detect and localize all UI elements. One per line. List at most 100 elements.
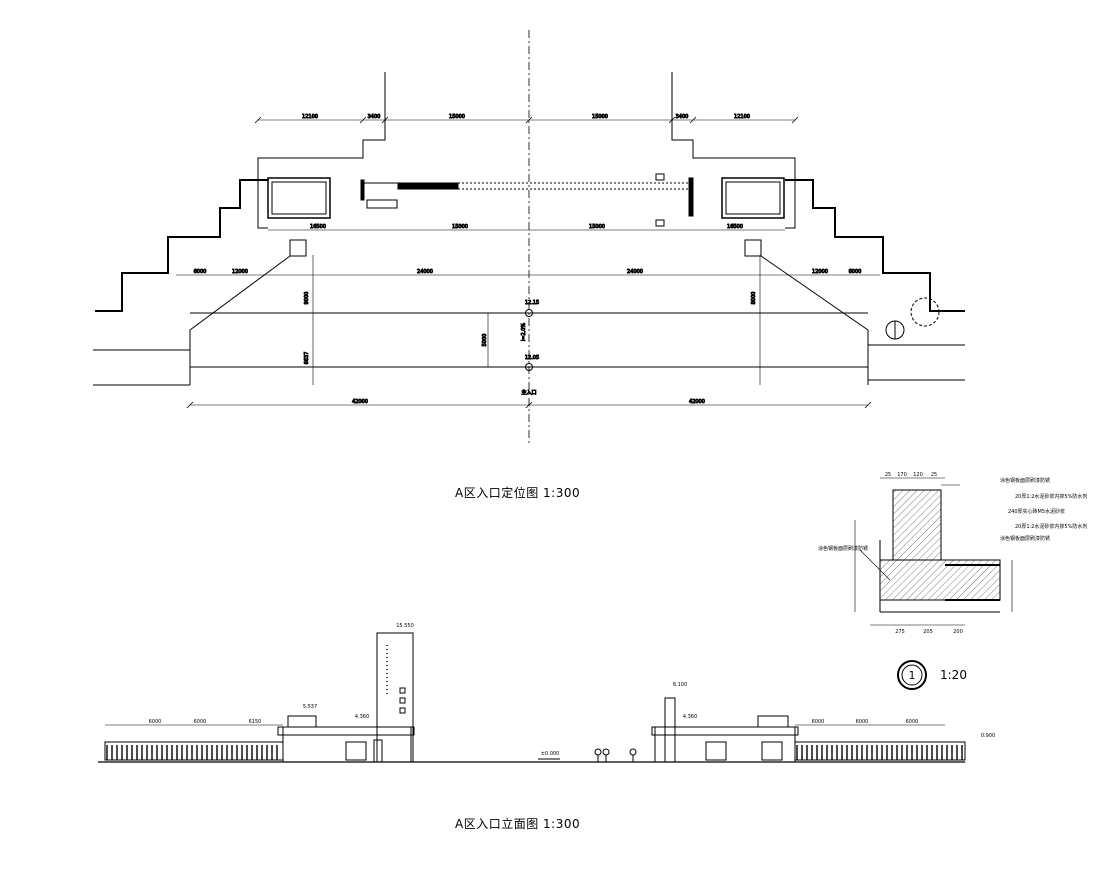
detail-note-text: 240厚实心砖M5水泥砂浆 xyxy=(1008,508,1065,515)
detail-drawing xyxy=(854,477,1013,626)
detail-callout-circle xyxy=(897,660,927,690)
left-door xyxy=(373,739,383,763)
left-gatehouse xyxy=(267,177,331,219)
right-gatehouse-inner xyxy=(725,181,781,215)
dim-vertical-text: 9000 xyxy=(304,292,310,305)
detail-note-text: 20厚1:2水泥砂浆内掺5%防水剂 xyxy=(1015,523,1087,530)
elev-marker-2 xyxy=(525,363,533,371)
detail-callout-dashed xyxy=(910,297,940,327)
elev-level-text: ±0.000 xyxy=(541,751,560,757)
detail-bottom-dim-text: 205 xyxy=(923,629,933,635)
gate-sensor-2 xyxy=(655,219,665,227)
dim-bottom-text: 42000 xyxy=(689,399,705,405)
detail-left-note: 涂色钢板面层刷漆防锈 xyxy=(818,545,868,552)
elev-dim-text: 6000 xyxy=(149,719,162,725)
right-canopy xyxy=(651,726,799,736)
detail-top-dim-text: 25 xyxy=(931,472,937,478)
left-roof-box xyxy=(287,715,317,728)
elev-dim-text: 6150 xyxy=(249,719,262,725)
elev-label-text: 12.15 xyxy=(525,300,539,306)
gate-post-right xyxy=(688,177,694,217)
elev-level-text: 0.900 xyxy=(981,733,995,739)
dim-top-text: 3400 xyxy=(368,114,381,120)
pedestrian-figures xyxy=(594,748,637,762)
detail-bottom-dim-text: 275 xyxy=(895,629,905,635)
elevation-title: A区入口立面图 1:300 xyxy=(455,817,581,831)
elev-level-text: 15.550 xyxy=(396,623,414,629)
plan-title: A区入口定位图 1:300 xyxy=(455,486,581,500)
elev-level-text: 8.100 xyxy=(673,682,687,688)
elev-level-text: 4.360 xyxy=(355,714,369,720)
left-tower xyxy=(376,632,414,763)
detail-notes: 涂色钢板面层刷漆防锈 20厚1:2水泥砂浆内掺5%防水剂 240厚实心砖M5水泥砂浆… xyxy=(1000,477,1087,542)
detail-top-dim-text: 170 xyxy=(897,472,907,478)
right-gatehouse xyxy=(721,177,785,219)
gate-track xyxy=(397,182,459,190)
right-terrace-steps xyxy=(785,179,965,312)
entry-label-text: 主入口 xyxy=(521,389,536,396)
elev-label-text: 12.05 xyxy=(525,355,539,361)
dim-top-text: 3400 xyxy=(676,114,689,120)
dim-row3-text: 24000 xyxy=(627,269,643,275)
right-window xyxy=(705,741,727,761)
elev-level-text: 4.360 xyxy=(683,714,697,720)
detail-bottom-dim-text: 200 xyxy=(953,629,963,635)
dim-row3-text: 24000 xyxy=(417,269,433,275)
detail-note-text: 20厚1:2水泥砂浆内掺5%防水剂 xyxy=(1015,493,1087,500)
dim-mid-text: 15000 xyxy=(452,224,468,230)
dim-vertical-text: 8000 xyxy=(751,292,757,305)
gate-controller xyxy=(366,199,398,209)
dimension-ticks xyxy=(186,116,872,409)
plan-dimension-text: 12100 3400 15000 15000 3400 12100 16500 15000 15… xyxy=(193,114,862,406)
gate-sensor xyxy=(655,173,665,181)
left-gate-building xyxy=(282,726,412,763)
detail-top-dim-text: 120 xyxy=(913,472,923,478)
dim-top-text: 15000 xyxy=(592,114,608,120)
elevation-level-labels: 15.550 5.537 4.360 ±0.000 8.100 4.360 0.900 xyxy=(303,623,995,757)
dim-row3-text: 12000 xyxy=(232,269,248,275)
detail-note-text: 涂色钢板面层刷漆防锈 xyxy=(1000,477,1050,484)
elev-dim-text: 6000 xyxy=(906,719,919,725)
right-column xyxy=(744,239,762,257)
slope-label-text: i=2.0% xyxy=(521,323,527,342)
elev-level-text: 5.537 xyxy=(303,704,317,710)
dim-mid-text: 15000 xyxy=(589,224,605,230)
dim-vertical-text: 6637 xyxy=(304,352,310,365)
elev-marker-1 xyxy=(525,309,533,317)
elev-dim-text: 6000 xyxy=(812,719,825,725)
detail-scale-label: 1:20 xyxy=(940,668,967,682)
right-roof-box xyxy=(757,715,789,728)
right-window-2 xyxy=(761,741,783,761)
dim-row3-text: 6000 xyxy=(849,269,862,275)
elev-dim-text: 6000 xyxy=(194,719,207,725)
elev-dim-text: 6000 xyxy=(856,719,869,725)
dim-bottom-text: 42000 xyxy=(352,399,368,405)
tower-window-2 xyxy=(399,697,406,704)
dim-vertical-text: 5000 xyxy=(482,334,488,347)
gate-post xyxy=(360,179,365,201)
tower-window-1 xyxy=(399,687,406,694)
right-gate-building xyxy=(654,726,796,763)
dim-row3-text: 6000 xyxy=(194,269,207,275)
right-stepped-wall xyxy=(671,72,796,229)
plaza-left-edge xyxy=(189,255,291,385)
right-tower xyxy=(664,697,676,763)
left-column xyxy=(289,239,307,257)
left-canopy xyxy=(277,726,415,736)
left-terrace-steps xyxy=(95,179,268,312)
dim-top-text: 15000 xyxy=(449,114,465,120)
left-gatehouse-inner xyxy=(271,181,327,215)
elevation-dimension-labels: 6000 6000 6150 6000 6000 6000 xyxy=(149,719,919,725)
left-stepped-wall xyxy=(257,72,386,229)
plaza-right-edge xyxy=(760,255,869,385)
dim-top-text: 12100 xyxy=(302,114,318,120)
right-fence xyxy=(794,741,966,761)
dim-top-text: 12100 xyxy=(734,114,750,120)
detail-note-text: 涂色钢板面层刷漆防锈 xyxy=(1000,535,1050,542)
detail-callout-number: 1 xyxy=(909,669,916,682)
right-fence-posts xyxy=(796,745,963,760)
dim-mid-text: 16500 xyxy=(310,224,326,230)
dim-mid-text: 16500 xyxy=(727,224,743,230)
